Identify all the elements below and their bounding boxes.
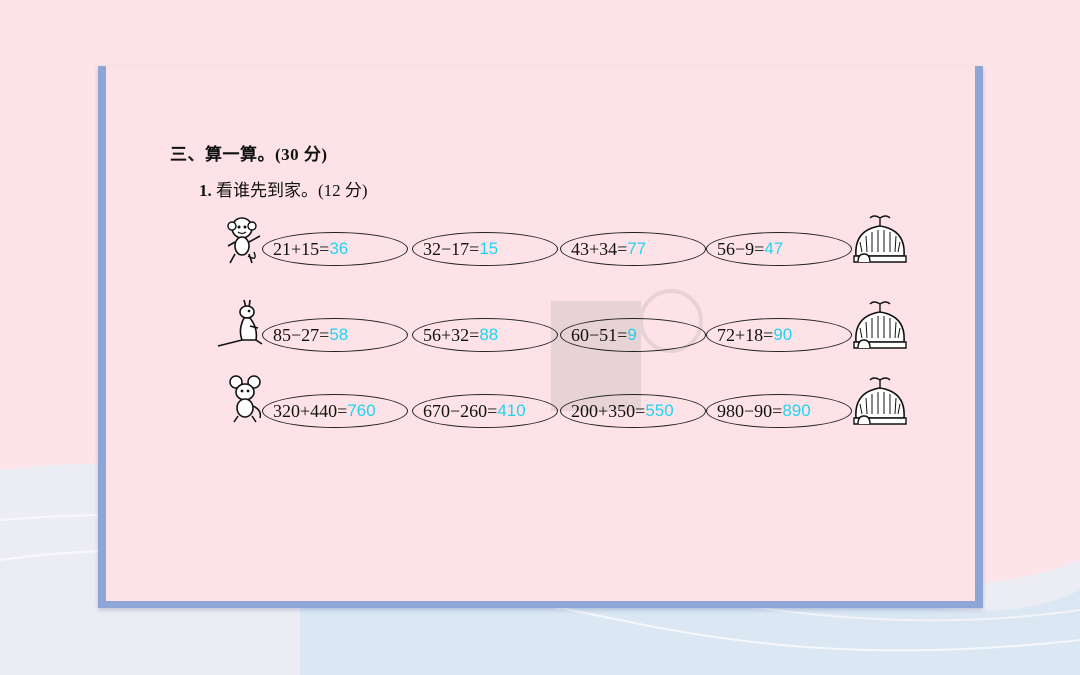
equation-oval: 200+350=550 <box>560 394 706 428</box>
answer: 890 <box>782 401 811 420</box>
question-title: 1. 看谁先到家。(12 分) <box>199 176 368 201</box>
equation-text: 320+440= <box>273 400 348 421</box>
question-text: 看谁先到家。(12 分) <box>216 181 368 200</box>
equation-oval: 85−27=58 <box>262 318 408 352</box>
equation-oval: 56+32=88 <box>412 318 558 352</box>
question-number: 1. <box>199 181 212 200</box>
race-row-2: 85−27=58 56+32=88 60−51=9 72+18=90 <box>106 299 975 362</box>
equation-oval: 56−9=47 <box>706 232 852 266</box>
mouse-icon <box>229 375 262 423</box>
equation-text: 43+34= <box>571 238 628 259</box>
equation-text: 670−260= <box>423 400 498 421</box>
equation-oval: 60−51=9 <box>560 318 706 352</box>
answer: 90 <box>773 325 793 344</box>
answer: 58 <box>329 325 349 344</box>
answer: 550 <box>645 401 674 420</box>
answer: 36 <box>329 239 349 258</box>
equation-text: 85−27= <box>273 324 330 345</box>
answer: 760 <box>347 401 376 420</box>
house-icon <box>853 377 907 425</box>
equation-text: 21+15= <box>273 238 330 259</box>
section-title: 三、算一算。(30 分) <box>170 145 328 164</box>
equation-text: 200+350= <box>571 400 646 421</box>
race-row-1: 21+15=36 32−17=15 43+34=77 56−9=47 <box>106 215 975 276</box>
equation-oval: 43+34=77 <box>560 232 706 266</box>
equation-text: 56−9= <box>717 238 765 259</box>
equation-text: 32−17= <box>423 238 480 259</box>
race-row-3: 320+440=760 670−260=410 200+350=550 980−… <box>106 375 975 438</box>
house-icon <box>853 301 907 349</box>
equation-oval: 320+440=760 <box>262 394 408 428</box>
equation-oval: 980−90=890 <box>706 394 852 428</box>
equation-oval: 670−260=410 <box>412 394 558 428</box>
answer: 88 <box>479 325 499 344</box>
answer: 9 <box>627 325 637 344</box>
equation-text: 56+32= <box>423 324 480 345</box>
equation-oval: 32−17=15 <box>412 232 558 266</box>
kangaroo-icon <box>217 299 263 347</box>
answer: 77 <box>627 239 647 258</box>
equation-oval: 72+18=90 <box>706 318 852 352</box>
monkey-icon <box>227 217 261 264</box>
equation-text: 980−90= <box>717 400 783 421</box>
house-icon <box>853 215 907 263</box>
worksheet-card: 三、算一算。(30 分) 1. 看谁先到家。(12 分) 21+15=36 32… <box>98 66 983 608</box>
answer: 47 <box>764 239 784 258</box>
answer: 410 <box>497 401 526 420</box>
equation-text: 60−51= <box>571 324 628 345</box>
answer: 15 <box>479 239 499 258</box>
equation-text: 72+18= <box>717 324 774 345</box>
equation-oval: 21+15=36 <box>262 232 408 266</box>
